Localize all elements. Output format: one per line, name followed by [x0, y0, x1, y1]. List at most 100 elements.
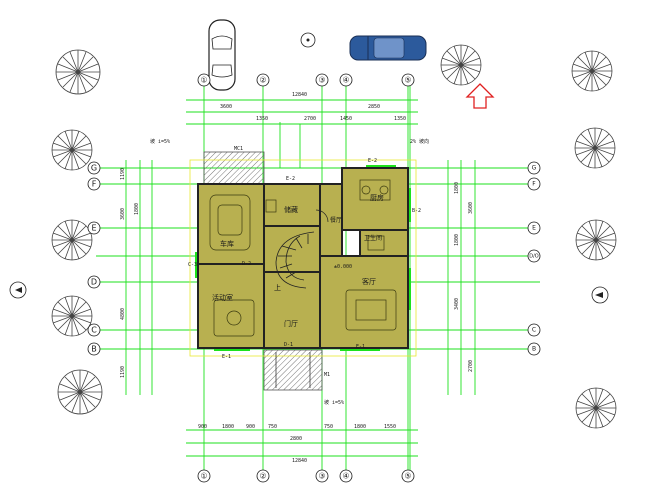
axis-bottom-5: ⑤	[404, 472, 411, 481]
dim-top-3: 1450	[340, 116, 352, 122]
dim-bottom-3: 750	[268, 424, 277, 430]
left-dimensions: 1190 1800 3600 4800 1190	[120, 168, 140, 378]
axis-bubbles-top	[197, 73, 415, 87]
axis-top-1: ①	[200, 76, 207, 85]
dim-bottom-2: 900	[246, 424, 255, 430]
note-lintel-b: M1	[324, 372, 330, 378]
dim-bottom-1: 1800	[222, 424, 234, 430]
axis-right-g: G	[532, 165, 537, 172]
dim-right-1: 3600	[468, 202, 474, 214]
dim-bottom-5: 750	[324, 424, 333, 430]
label-toilet: 卫生间	[364, 234, 382, 242]
dim-top-0: 3600	[220, 104, 232, 110]
label-stair-up: 上	[274, 283, 281, 292]
room-activity	[197, 263, 265, 349]
label-garage: 车库	[220, 239, 234, 248]
dim-bottom-6: 1800	[354, 424, 366, 430]
tree-icon	[51, 295, 93, 337]
axis-right-f: F	[532, 181, 536, 188]
rooms-layer	[197, 167, 409, 349]
note-section-d1: D-1	[284, 342, 293, 348]
dim-top-4: 2850	[368, 104, 380, 110]
axis-top-4: ④	[342, 76, 349, 85]
dim-left-0: 1190	[120, 168, 126, 180]
axis-left-b: B	[91, 345, 97, 354]
furniture	[209, 179, 397, 337]
note-section-c3: C-3	[188, 262, 197, 268]
north-marker-icon	[300, 32, 316, 48]
tree-icon	[57, 369, 103, 415]
dim-top-5: 1350	[394, 116, 406, 122]
note-lintel-a: MC1	[234, 146, 243, 152]
axis-right-c: C	[532, 327, 536, 334]
right-dimensions: 1800 3600 1800 3400 2700	[454, 182, 474, 372]
axis-bottom-1: ①	[200, 472, 207, 481]
axis-right-do: D/O	[529, 254, 539, 260]
note-section-e1-left: E-1	[222, 354, 231, 360]
right-orientation-icon	[591, 286, 609, 304]
dim-left-2: 3600	[120, 208, 126, 220]
door-swings	[275, 209, 409, 388]
axis-top-5: ⑤	[404, 76, 411, 85]
tree-icon	[51, 219, 93, 261]
garage-ramp	[203, 151, 265, 185]
tree-icon	[574, 127, 616, 169]
axis-bottom-4: ④	[342, 472, 349, 481]
tree-icon	[575, 387, 617, 429]
spiral-stair-icon	[275, 231, 315, 289]
dim-bottom-7: 1550	[384, 424, 396, 430]
axis-bubbles-bottom	[197, 469, 415, 483]
dim-top-1: 1350	[256, 116, 268, 122]
axis-left-g: G	[91, 164, 97, 173]
axis-right-e: E	[532, 225, 536, 232]
axis-right-b: B	[532, 346, 536, 353]
axis-bottom-3: ③	[318, 472, 325, 481]
dim-right-2: 1800	[454, 234, 460, 246]
note-elevation: ±0.000	[334, 264, 352, 270]
note-section-e2-top: E-2	[286, 176, 295, 182]
left-orientation-icon	[9, 281, 27, 299]
axis-left-c: C	[91, 326, 97, 335]
note-right-top: 2% 坡向	[410, 138, 429, 145]
room-living	[319, 255, 409, 349]
dim-right-4: 2700	[468, 360, 474, 372]
car-top-white-icon	[208, 19, 236, 91]
note-section-b2: B-2	[412, 208, 421, 214]
axis-bubbles-left	[87, 161, 101, 356]
note-slope-bottom: 坡 i=5%	[324, 399, 344, 406]
tree-icon	[571, 50, 613, 92]
dim-top-2: 2700	[304, 116, 316, 122]
tree-symbols	[51, 44, 617, 429]
label-storage: 储藏	[284, 205, 298, 214]
axis-bubbles-right	[527, 161, 541, 356]
note-section-d2: D-2	[242, 261, 251, 267]
dim-left-1: 1800	[134, 203, 140, 215]
room-dining-link	[319, 183, 343, 257]
tree-icon	[55, 49, 101, 95]
building-outline	[189, 159, 417, 357]
dim-left-3: 4800	[120, 308, 126, 320]
dim-total-top: 12840	[292, 92, 307, 98]
note-section-e2-mid: E-2	[368, 158, 377, 164]
label-kitchen: 厨房	[370, 193, 384, 202]
window-markers	[195, 165, 411, 351]
axis-top-2: ②	[259, 76, 266, 85]
dim-bottom-4: 2800	[290, 436, 302, 442]
tree-icon	[575, 219, 617, 261]
axis-bottom-2: ②	[259, 472, 266, 481]
dim-bottom-0: 900	[198, 424, 207, 430]
dim-right-0: 1800	[454, 182, 460, 194]
label-foyer: 门厅	[284, 319, 298, 328]
dim-left-4: 1190	[120, 366, 126, 378]
label-activity: 活动室	[212, 293, 233, 302]
axis-left-d: D	[91, 278, 97, 287]
label-dining: 餐厅	[330, 216, 342, 224]
note-section-e1-right: E-1	[356, 344, 365, 350]
axis-top-3: ③	[318, 76, 325, 85]
dim-right-3: 3400	[454, 298, 460, 310]
tree-icon	[51, 129, 93, 171]
car-top-blue-icon	[349, 35, 427, 61]
room-storage	[263, 183, 321, 227]
